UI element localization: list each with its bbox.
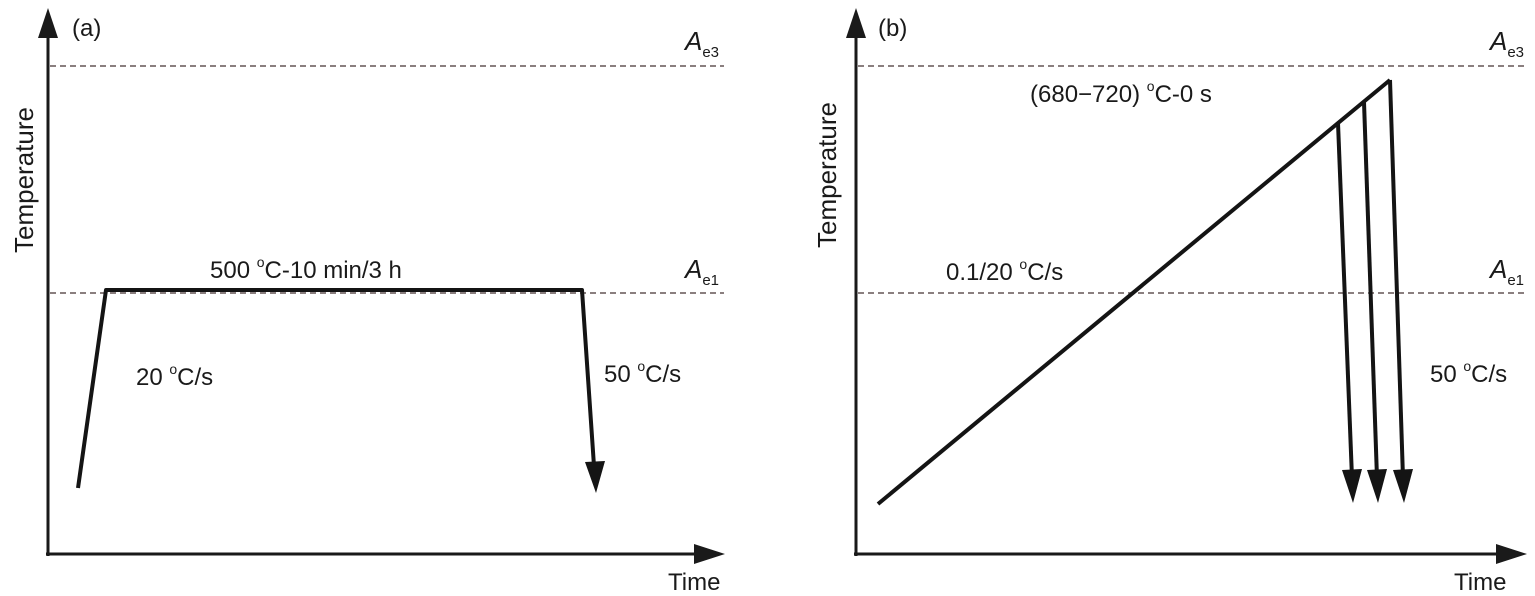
panel-a-thermal-path: [76, 288, 596, 489]
panel-a-x-label: Time: [668, 569, 720, 596]
panel-b-cool-rate-label: 50 oC/s: [1430, 358, 1507, 388]
panel-b-heat-rate-label: 0.1/20 oC/s: [946, 256, 1063, 286]
panel-b: (b) Temperature Time Ae3 Ae1 (680−720) o…: [812, 8, 1528, 596]
panel-b-ae3-label: Ae3: [1488, 26, 1524, 61]
panel-b-heating-ramp: [876, 78, 1392, 506]
panel-b-cooling-arrow-680-icon: [1342, 469, 1362, 503]
panel-a-cool-rate-label: 50 oC/s: [604, 358, 681, 388]
panel-b-tag: (b): [878, 15, 907, 42]
panel-b-x-label: Time: [1454, 569, 1506, 596]
panel-b-peak-label: (680−720) oC-0 s: [1030, 78, 1212, 108]
panel-a-ae1-label: Ae1: [683, 254, 719, 289]
panel-a-y-label: Temperature: [9, 107, 39, 253]
panel-a-x-axis-arrow-icon: [694, 544, 725, 564]
panel-a: (a) Temperature Time Ae3 Ae1 500 oC-10 m…: [9, 8, 725, 596]
panel-b-x-axis-arrow-icon: [1496, 544, 1527, 564]
panel-a-tag: (a): [72, 15, 101, 42]
panel-b-ae1-label: Ae1: [1488, 254, 1524, 289]
panel-b-cooling-path-720: [1388, 79, 1405, 479]
panel-a-hold-label: 500 oC-10 min/3 h: [210, 254, 402, 284]
panel-b-cooling-arrow-720-icon: [1393, 469, 1413, 503]
panel-b-cooling-path-700: [1362, 101, 1379, 479]
panel-a-y-axis-arrow-icon: [38, 8, 58, 38]
panel-a-heat-rate-label: 20 oC/s: [136, 361, 213, 391]
panel-a-cooling-arrow-icon: [585, 461, 605, 493]
panel-a-ae3-label: Ae3: [683, 26, 719, 61]
panel-b-cooling-arrow-700-icon: [1367, 469, 1387, 503]
panel-b-y-axis-arrow-icon: [846, 8, 866, 38]
panel-b-y-label: Temperature: [812, 102, 842, 248]
panel-b-cooling-path-680: [1336, 122, 1354, 479]
